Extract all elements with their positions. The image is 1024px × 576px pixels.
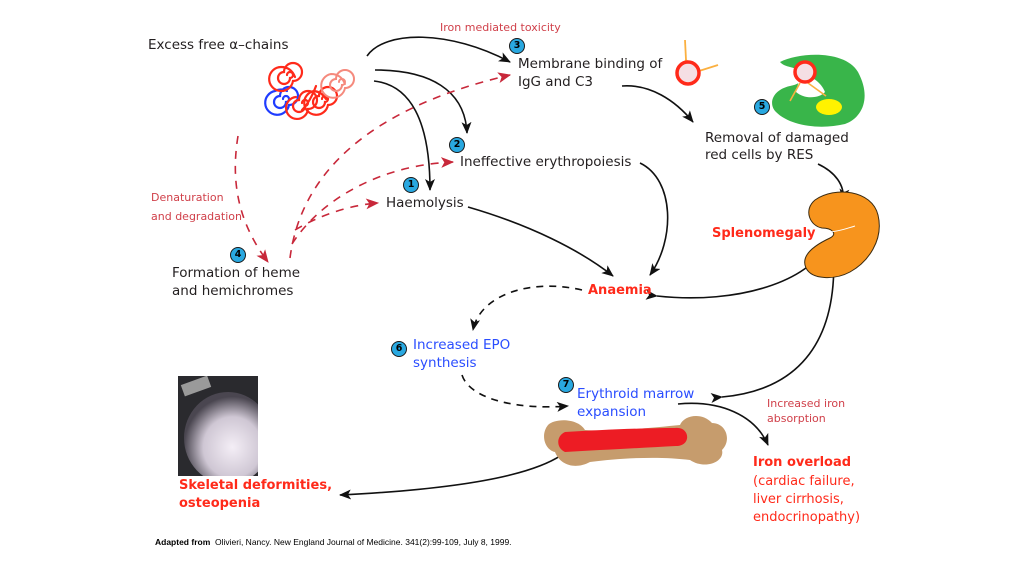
arrow-anaemia-to-epo (470, 285, 583, 331)
label-denaturation-line1: Denaturation (151, 191, 224, 204)
label-skeletal-line1: Skeletal deformities, (179, 478, 333, 493)
label-iron-absorption-line1: Increased iron (767, 397, 846, 410)
antibody-coated-red-cell-icon (675, 39, 719, 86)
label-heme-line1: Formation of heme (172, 265, 301, 281)
label-ineffective-erythropoiesis: Ineffective erythropoiesis (460, 154, 632, 170)
macrophage-icon (772, 54, 865, 127)
arrow-marrow-to-skeletal (339, 429, 581, 500)
citation-prefix: Adapted from (155, 537, 211, 547)
citation: Adapted from Olivieri, Nancy. New Englan… (155, 537, 512, 547)
skull-xray-image (178, 376, 258, 476)
arrow-chains-to-haemolysis (373, 80, 435, 191)
arrow-heme-to-ineffective (291, 157, 455, 245)
arrow-chains-to-ineffective (374, 69, 472, 134)
dashed-red-arrows (234, 72, 512, 263)
badge-1: 1 (403, 177, 419, 193)
label-epo-line2: synthesis (413, 355, 477, 371)
bone-icon (544, 416, 727, 466)
spiral-blue-icon (264, 85, 300, 116)
label-iron-absorption-line2: absorption (767, 412, 826, 425)
label-skeletal-line2: osteopenia (179, 496, 261, 511)
arrow-epo-to-marrow (461, 374, 569, 412)
arrow-marrow-to-iron-overload (677, 402, 769, 446)
badge-7: 7 (558, 377, 574, 393)
dashed-black-arrows (461, 285, 583, 412)
label-epo-line1: Increased EPO (413, 337, 511, 353)
arrow-ineffective-to-anaemia (639, 162, 669, 276)
label-heme-line2: and hemichromes (172, 283, 294, 299)
badge-6: 6 (391, 341, 407, 357)
badge-3: 3 (509, 38, 525, 54)
label-marrow-line1: Erythroid marrow (577, 386, 695, 402)
spleen-icon (804, 191, 880, 278)
spiral-pink-icon (320, 69, 355, 99)
spiral-red-icon (268, 61, 339, 121)
label-denaturation-line2: and degradation (151, 210, 242, 223)
label-iron-overload-detail-1: (cardiac failure, (753, 474, 855, 489)
label-membrane-binding-line2: IgG and C3 (518, 74, 594, 90)
arrow-haemolysis-to-anaemia (467, 206, 614, 277)
label-excess-alpha-chains: Excess free α–chains (148, 37, 289, 53)
label-iron-mediated-toxicity: Iron mediated toxicity (440, 21, 561, 34)
badge-5: 5 (754, 99, 770, 115)
label-iron-overload-detail-3: endocrinopathy) (753, 510, 861, 525)
badge-2: 2 (449, 137, 465, 153)
arrow-chains-to-heme (234, 135, 269, 263)
label-membrane-binding-line1: Membrane binding of (518, 56, 663, 72)
citation-text: Olivieri, Nancy. New England Journal of … (214, 537, 512, 547)
label-removal-line2: red cells by RES (705, 147, 814, 163)
alpha-chains-illustration (264, 61, 355, 121)
arrow-spleen-anaemia (645, 244, 827, 300)
arrow-heme-to-haemolysis (294, 198, 380, 231)
badge-4: 4 (230, 247, 246, 263)
label-haemolysis: Haemolysis (386, 195, 464, 211)
label-splenomegaly: Splenomegaly (712, 226, 816, 241)
label-marrow-line2: expansion (577, 404, 647, 420)
arrow-membrane-to-removal (621, 85, 694, 123)
label-iron-overload-detail-2: liver cirrhosis, (753, 492, 844, 507)
label-removal-line1: Removal of damaged (705, 130, 849, 146)
label-anaemia: Anaemia (588, 283, 652, 298)
arrow-heme-to-membrane (289, 72, 512, 259)
label-iron-overload: Iron overload (753, 455, 852, 470)
arrow-chains-to-membrane (366, 36, 511, 63)
arrow-spleen-marrow (710, 244, 839, 403)
